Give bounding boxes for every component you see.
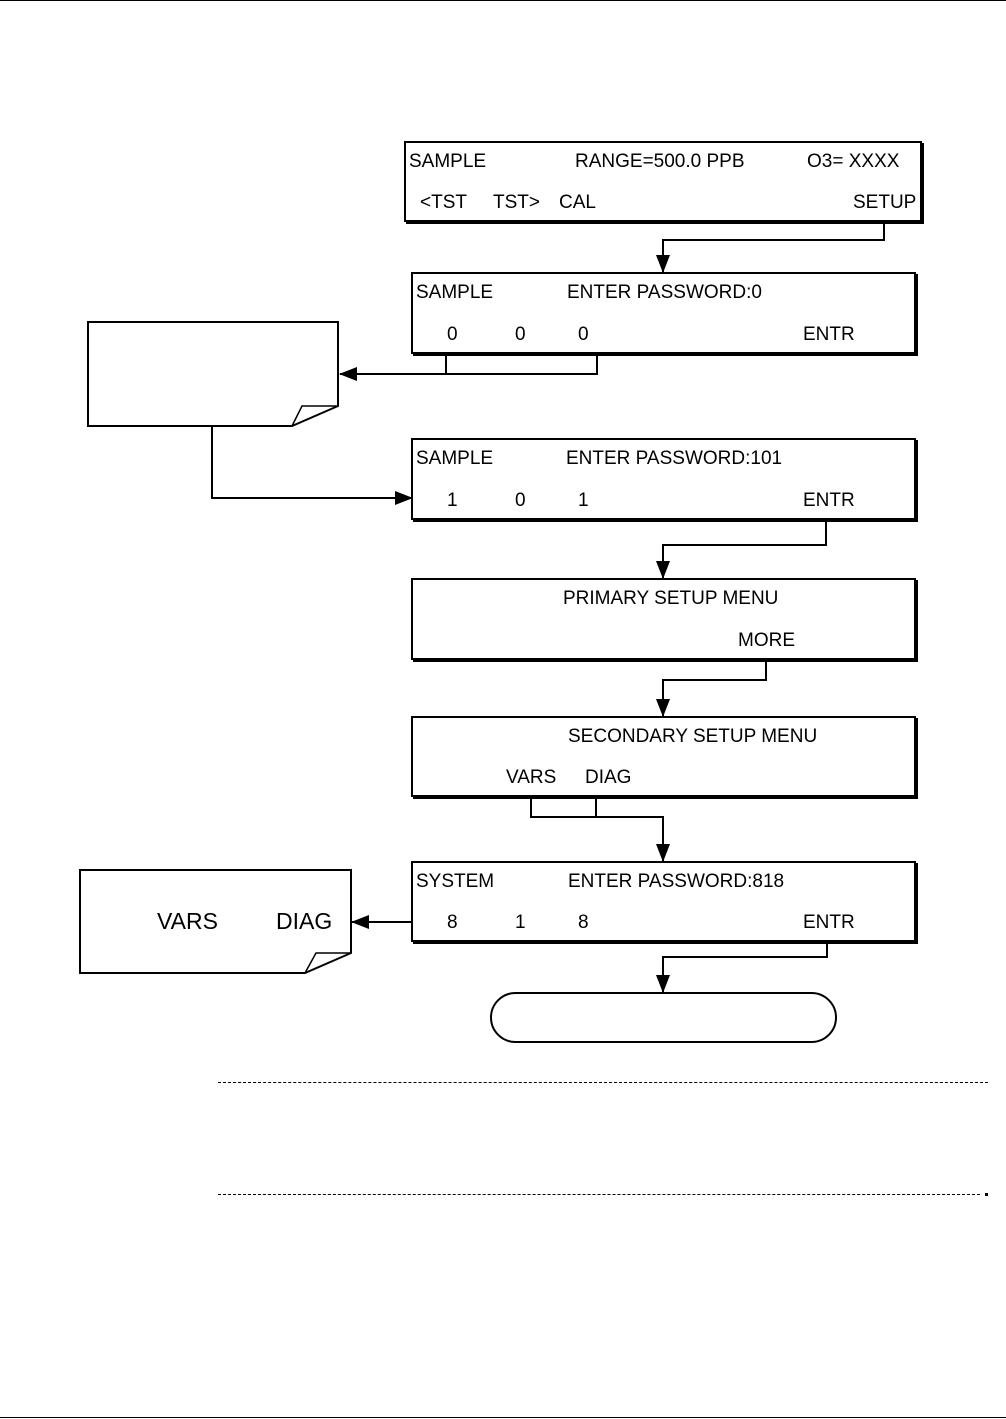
vars-button[interactable]: VARS (506, 767, 557, 788)
note-diag-label: DIAG (276, 908, 333, 934)
page-bottom-rule (0, 1417, 1006, 1418)
connector-entr-to-oval (656, 942, 828, 993)
menu-title: PRIMARY SETUP MENU (563, 588, 779, 609)
connector-note-to-password101 (211, 426, 413, 505)
digit-1-button[interactable]: 0 (447, 324, 458, 345)
note-box-vars-diag-outline (79, 869, 352, 974)
screen-mode-label: SYSTEM (416, 871, 495, 892)
connector-vars-diag-to-system (530, 790, 597, 818)
connector-more-to-secondary (656, 660, 767, 717)
note-vars-label: VARS (157, 908, 218, 934)
digit-2-button[interactable]: 1 (515, 912, 526, 933)
note-box-left-outline (87, 321, 339, 427)
digit-2-button[interactable]: 0 (515, 324, 526, 345)
entr-button[interactable]: ENTR (803, 324, 855, 345)
screen-o3-label: O3= XXXX (807, 151, 900, 172)
diag-button[interactable]: DIAG (585, 767, 632, 788)
display-password-0: SAMPLE ENTER PASSWORD:0 0 0 0 ENTR (411, 272, 916, 354)
cal-button[interactable]: CAL (559, 192, 596, 213)
digit-2-button[interactable]: 0 (515, 490, 526, 511)
setup-button[interactable]: SETUP (853, 192, 917, 213)
menu-title: SECONDARY SETUP MENU (568, 726, 818, 747)
screen-mode-label: SAMPLE (409, 151, 487, 172)
entr-button[interactable]: ENTR (803, 912, 855, 933)
note-rule-top (218, 1082, 988, 1083)
connector-entr-to-primary (656, 520, 827, 579)
display-password-101: SAMPLE ENTER PASSWORD:101 1 0 1 ENTR (411, 438, 916, 520)
note-rule-bottom (218, 1194, 980, 1195)
digit-3-button[interactable]: 1 (578, 490, 589, 511)
screen-mode-label: SAMPLE (416, 282, 494, 303)
flow-terminal-oval (490, 992, 837, 1043)
display-primary-setup: PRIMARY SETUP MENU MORE (411, 578, 916, 660)
digit-3-button[interactable]: 8 (578, 912, 589, 933)
page-top-rule (0, 0, 1006, 1)
display-sample-range: SAMPLE RANGE=500.0 PPB O3= XXXX <TST TST… (404, 141, 922, 222)
entr-button[interactable]: ENTR (803, 490, 855, 511)
password-prompt: ENTER PASSWORD:0 (567, 282, 762, 303)
password-prompt: ENTER PASSWORD:101 (566, 448, 783, 469)
screen-mode-label: SAMPLE (416, 448, 494, 469)
digit-1-button[interactable]: 8 (447, 912, 458, 933)
display-secondary-setup: SECONDARY SETUP MENU VARS DIAG (411, 716, 916, 797)
connector-digits-to-note (445, 352, 598, 375)
connector-setup-to-password (656, 222, 885, 273)
digit-3-button[interactable]: 0 (578, 324, 589, 345)
screen-range-label: RANGE=500.0 PPB (575, 151, 745, 172)
display-system-password: SYSTEM ENTER PASSWORD:818 8 1 8 ENTR (411, 861, 916, 942)
tst-prev-button[interactable]: <TST (420, 192, 467, 213)
password-prompt: ENTER PASSWORD:818 (568, 871, 785, 892)
note-rule-end-dot (985, 1193, 988, 1196)
tst-next-button[interactable]: TST> (493, 192, 540, 213)
digit-1-button[interactable]: 1 (447, 490, 458, 511)
more-button[interactable]: MORE (738, 630, 795, 651)
